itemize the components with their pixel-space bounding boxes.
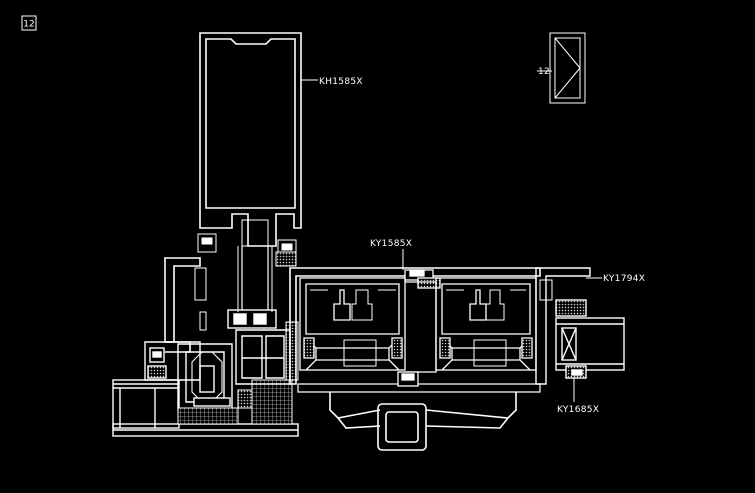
right-frame-profile: [535, 267, 591, 385]
upper-mullion-profile: [199, 32, 302, 312]
insulation-blocks: [177, 321, 299, 425]
detail-number-badge: 12: [21, 15, 37, 31]
window-thumbnail: [537, 32, 586, 104]
detail-number: 12: [23, 20, 34, 30]
thumbnail-callout: 12: [538, 67, 550, 77]
right-sash-profile: [435, 277, 537, 371]
center-frame-profile: [227, 309, 291, 385]
label-text-top-profile: KH1585X: [319, 77, 363, 87]
label-upper-center: KY1585X: [370, 239, 412, 270]
label-text-lower-right: KY1685X: [557, 405, 599, 415]
label-top-profile: KH1585X: [301, 77, 363, 87]
label-text-upper-center: KY1585X: [370, 239, 412, 249]
label-right-profile: KY1794X: [586, 274, 645, 284]
label-lower-right: KY1685X: [557, 378, 599, 415]
bottom-handle-assembly: [329, 392, 517, 451]
label-text-right-profile: KY1794X: [603, 274, 645, 284]
center-mullion: [397, 269, 441, 387]
gasket-left: [197, 233, 297, 267]
left-frame-profile: [164, 257, 207, 353]
left-thermal-frame: [144, 341, 233, 411]
left-sash-profile: [299, 277, 406, 371]
right-glazing-unit: [555, 317, 625, 379]
